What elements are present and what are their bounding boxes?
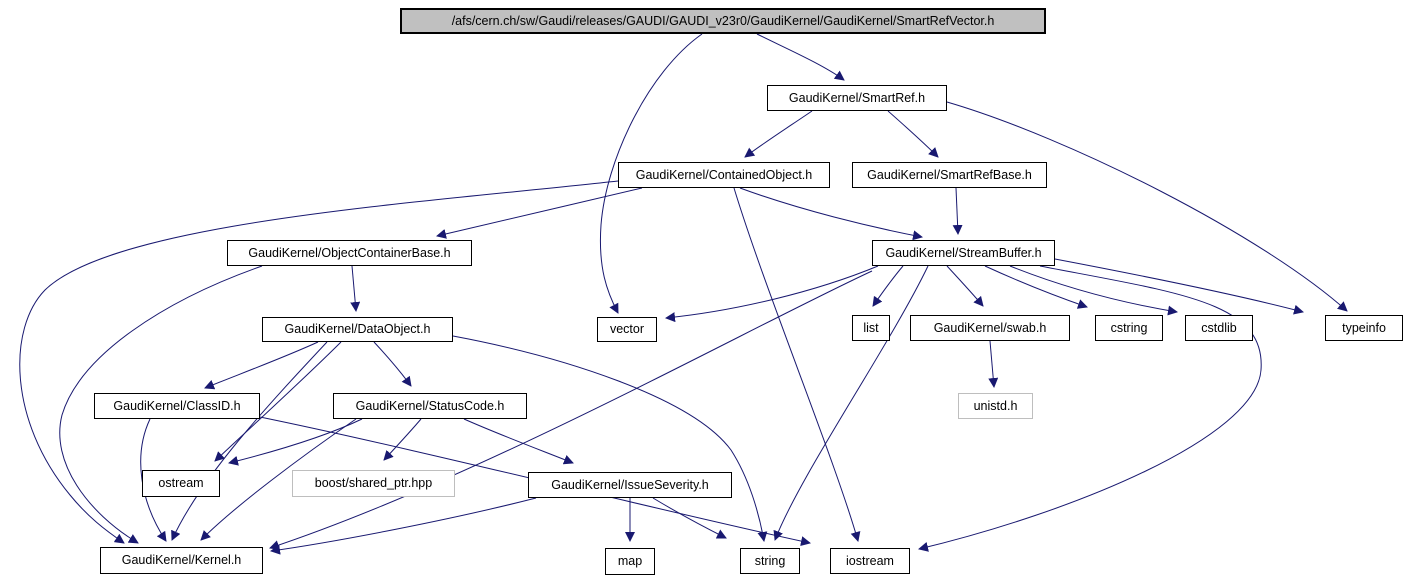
edge-smartref-smartrefbase	[887, 110, 939, 158]
node-unistd: unistd.h	[958, 393, 1033, 419]
edge-streambuffer-string	[773, 265, 929, 541]
node-streambuffer[interactable]: GaudiKernel/StreamBuffer.h	[872, 240, 1055, 266]
edge-dataobject-classid	[204, 341, 319, 390]
node-ostream: ostream	[142, 470, 220, 497]
edge-streambuffer-list	[872, 265, 904, 307]
edge-streambuffer-vector	[665, 265, 879, 323]
node-list: list	[852, 315, 890, 341]
edge-classid-kernel	[140, 418, 167, 542]
node-typeinfo: typeinfo	[1325, 315, 1403, 341]
edge-smartref-containedobject	[744, 110, 813, 158]
edge-objectcontainerbase-dataobject	[350, 265, 361, 312]
edge-streambuffer-iostream	[918, 265, 1262, 552]
node-statuscode[interactable]: GaudiKernel/StatusCode.h	[333, 393, 527, 419]
edge-streambuffer-swab	[946, 265, 984, 307]
edge-swab-unistd	[988, 340, 999, 388]
edge-containedobject-iostream	[733, 187, 861, 542]
node-smartrefvector-root: /afs/cern.ch/sw/Gaudi/releases/GAUDI/GAU…	[400, 8, 1046, 34]
edge-streambuffer-cstdlib	[1009, 265, 1178, 316]
node-issueseverity[interactable]: GaudiKernel/IssueSeverity.h	[528, 472, 732, 498]
node-objectcontainerbase[interactable]: GaudiKernel/ObjectContainerBase.h	[227, 240, 472, 266]
edge-containedobject-kernel	[19, 180, 619, 544]
edge-dataobject-string	[452, 335, 768, 542]
edge-streambuffer-typeinfo	[1054, 258, 1304, 315]
edge-issueseverity-kernel	[270, 497, 537, 555]
edge-objectcontainerbase-kernel	[59, 265, 263, 544]
edge-dataobject-kernel	[171, 341, 328, 541]
node-map: map	[605, 548, 655, 575]
node-smartrefbase[interactable]: GaudiKernel/SmartRefBase.h	[852, 162, 1047, 188]
node-cstring: cstring	[1095, 315, 1163, 341]
edge-streambuffer-cstring	[984, 265, 1088, 309]
edge-containedobject-objectcontainerbase	[436, 187, 643, 239]
edge-statuscode-ostream	[228, 418, 363, 466]
edge-smartref-typeinfo	[946, 101, 1348, 312]
edge-root-smartref	[756, 33, 845, 81]
node-iostream: iostream	[830, 548, 910, 574]
edge-root-vector	[599, 33, 703, 314]
node-kernel[interactable]: GaudiKernel/Kernel.h	[100, 547, 263, 574]
edge-dataobject-ostream	[214, 341, 342, 462]
node-cstdlib: cstdlib	[1185, 315, 1253, 341]
node-containedobject[interactable]: GaudiKernel/ContainedObject.h	[618, 162, 830, 188]
node-boost-shared-ptr: boost/shared_ptr.hpp	[292, 470, 455, 497]
node-classid[interactable]: GaudiKernel/ClassID.h	[94, 393, 260, 419]
node-swab[interactable]: GaudiKernel/swab.h	[910, 315, 1070, 341]
node-vector: vector	[597, 317, 657, 342]
edge-dataobject-statuscode	[373, 341, 412, 387]
node-dataobject[interactable]: GaudiKernel/DataObject.h	[262, 317, 453, 342]
edge-statuscode-kernel	[200, 418, 357, 541]
edge-streambuffer-kernel	[269, 270, 873, 550]
node-string: string	[740, 548, 800, 574]
edge-issueseverity-string	[652, 497, 727, 539]
edge-smartrefbase-streambuffer	[952, 187, 963, 235]
edge-statuscode-sharedptr	[383, 418, 422, 461]
edge-containedobject-streambuffer	[739, 187, 923, 241]
node-smartref[interactable]: GaudiKernel/SmartRef.h	[767, 85, 947, 111]
edge-statuscode-issueseverity	[463, 418, 574, 465]
